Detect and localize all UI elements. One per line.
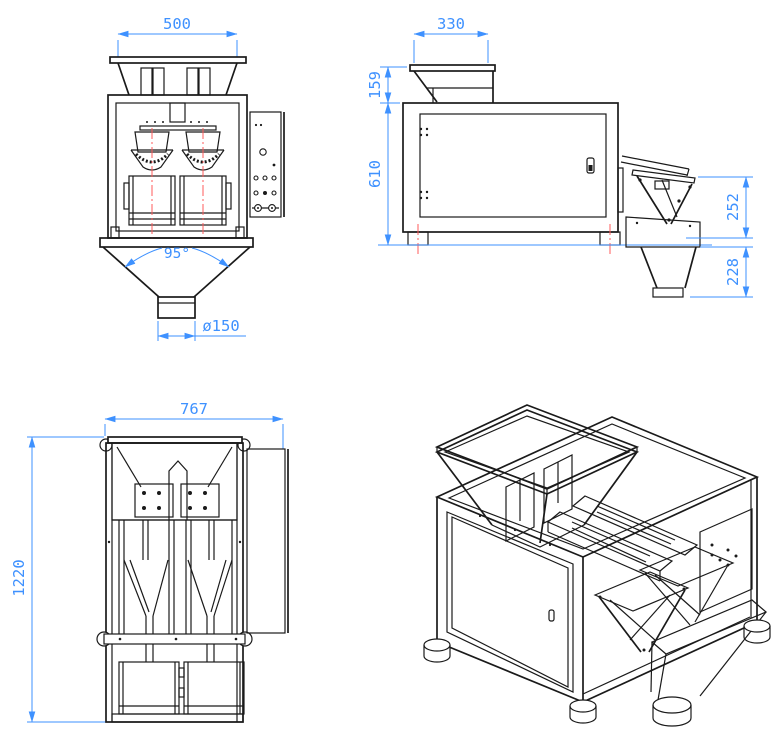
rear-machine: [96, 436, 289, 723]
iso-frame-top: [434, 416, 760, 558]
isometric-view: [423, 404, 771, 727]
dim-text-159: 159: [366, 71, 384, 99]
dim-side-hopper-height: 159: [366, 66, 407, 104]
dim-text-outlet: ø150: [202, 317, 239, 335]
dim-text-95deg: 95°: [164, 246, 190, 262]
dim-front-outlet: ø150: [157, 317, 246, 341]
iso-hopper: [434, 404, 640, 548]
side-view: 330 159 610: [366, 15, 753, 298]
dim-side-hopper-width: 330: [413, 15, 489, 63]
front-body: [107, 94, 248, 242]
dim-text-330: 330: [437, 15, 465, 33]
dim-side-weigher-height: 252: [686, 176, 753, 239]
dim-text-610: 610: [366, 160, 384, 188]
iso-discharge-chute: [650, 599, 768, 727]
side-hopper: [409, 64, 496, 103]
front-discharge-funnel: [99, 237, 254, 319]
dim-side-body-height: 610: [366, 102, 392, 246]
iso-weigh-hoppers: [593, 546, 735, 653]
dim-rear-height: 1220: [10, 436, 107, 723]
iso-feeder-trays: [546, 495, 699, 582]
dim-text-1220: 1220: [10, 559, 28, 596]
side-weigher-assembly: [617, 155, 701, 298]
dim-text-228: 228: [724, 258, 742, 286]
iso-feet: [423, 619, 771, 724]
dim-text-767: 767: [180, 400, 208, 418]
iso-door: [446, 511, 574, 693]
side-cabinet: [402, 102, 621, 254]
weigh-module-right: [179, 128, 232, 242]
front-side-panel: [249, 111, 285, 218]
front-hopper: [109, 56, 247, 96]
dim-text-500: 500: [163, 15, 191, 33]
dim-text-252: 252: [724, 193, 742, 221]
dim-front-width: 500: [117, 15, 238, 57]
weigh-module-left: [123, 128, 176, 242]
front-view: 500: [99, 15, 285, 341]
rear-view: 767 1220: [10, 400, 289, 723]
dim-front-angle: 95°: [124, 246, 230, 268]
dim-side-discharge-height: 228: [690, 246, 753, 298]
dim-rear-width: 767: [104, 400, 284, 449]
